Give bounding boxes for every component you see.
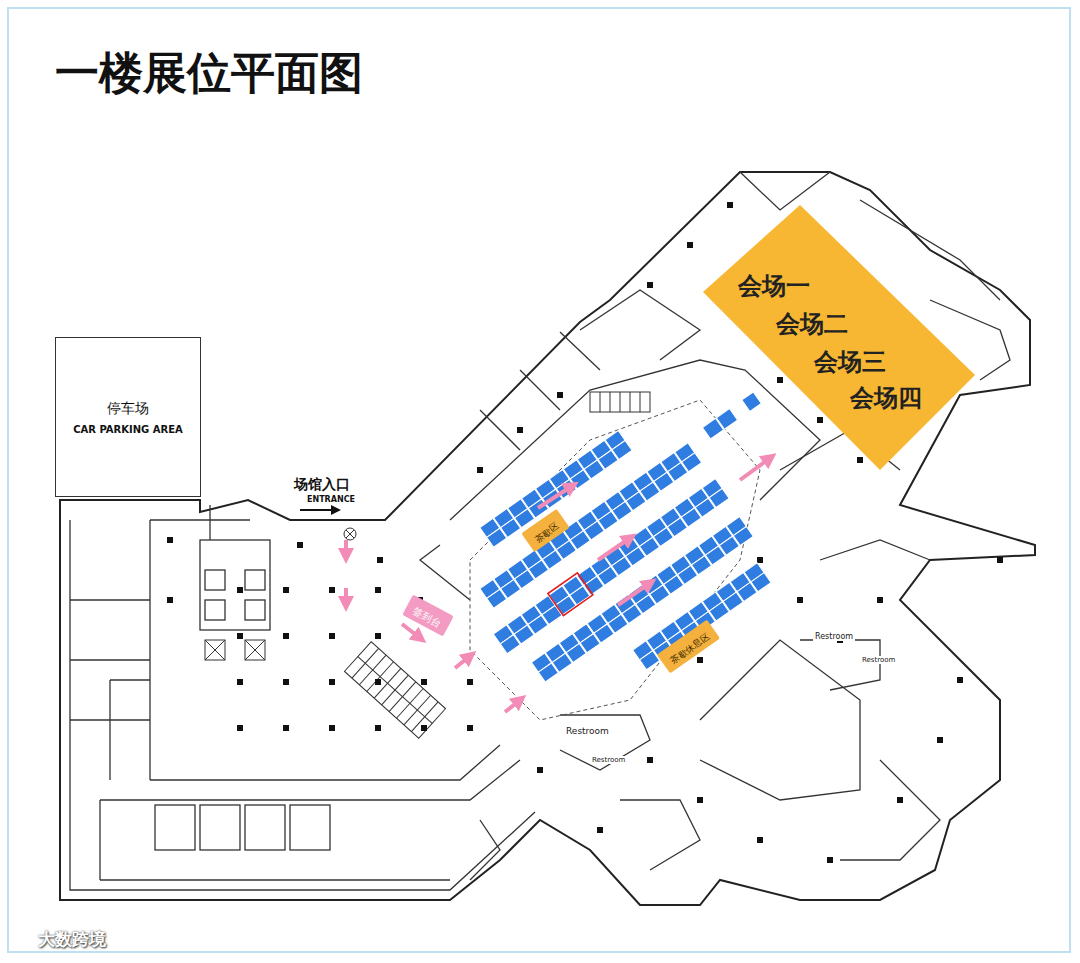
column: [797, 597, 803, 603]
column: [375, 587, 381, 593]
booth: [751, 573, 771, 592]
booth: [682, 453, 702, 472]
column: [467, 725, 473, 731]
column: [697, 797, 703, 803]
column: [817, 417, 823, 423]
entrance-label: ENTRANCE: [305, 495, 357, 504]
column: [877, 597, 883, 603]
column: [421, 725, 427, 731]
column: [897, 797, 903, 803]
column: [727, 202, 733, 208]
column: [377, 557, 383, 563]
highlight-booth: [548, 573, 593, 616]
column: [375, 679, 381, 685]
column: [283, 633, 289, 639]
column: [375, 725, 381, 731]
column: [237, 725, 243, 731]
column: [283, 679, 289, 685]
column: [827, 857, 833, 863]
watermark: 大数跨境: [36, 930, 108, 950]
column: [597, 827, 603, 833]
venue-name: 会场二: [776, 311, 848, 337]
column: [283, 587, 289, 593]
column: [329, 587, 335, 593]
parking-box: 停车场 CAR PARKING AREA: [55, 337, 201, 497]
entrance-label: 场馆入口: [292, 476, 352, 492]
column: [687, 242, 693, 248]
room-label: Restroom: [813, 632, 855, 641]
column: [757, 837, 763, 843]
venue-name: 会场三: [814, 349, 886, 375]
column: [557, 392, 563, 398]
room-label: Restroom: [590, 756, 627, 764]
column: [167, 597, 173, 603]
column: [647, 757, 653, 763]
column: [421, 679, 427, 685]
venue-block: 会场一会场二会场三会场四: [700, 203, 978, 471]
column: [329, 679, 335, 685]
column: [777, 377, 783, 383]
booth: [709, 488, 729, 507]
booth: [733, 526, 753, 545]
venue-name: 会场四: [850, 385, 922, 411]
venue-fill: [703, 205, 975, 470]
column: [237, 587, 243, 593]
column: [997, 557, 1003, 563]
column: [329, 633, 335, 639]
booth: [612, 440, 632, 459]
venue-name: 会场一: [738, 273, 810, 299]
column: [375, 633, 381, 639]
column: [647, 282, 653, 288]
column: [237, 633, 243, 639]
column: [297, 542, 303, 548]
column: [957, 677, 963, 683]
column: [517, 427, 523, 433]
room-label: Restroom: [860, 656, 897, 664]
column: [477, 467, 483, 473]
area-name: 停车场: [107, 400, 149, 418]
column: [237, 679, 243, 685]
column: [329, 725, 335, 731]
column: [537, 767, 543, 773]
column: [283, 725, 289, 731]
column: [757, 557, 763, 563]
column: [467, 679, 473, 685]
column: [857, 457, 863, 463]
area-name-en: CAR PARKING AREA: [73, 424, 183, 435]
title: 一楼展位平面图: [55, 48, 363, 99]
column: [697, 657, 703, 663]
room-label: Restroom: [564, 726, 611, 736]
column: [167, 537, 173, 543]
column: [937, 737, 943, 743]
